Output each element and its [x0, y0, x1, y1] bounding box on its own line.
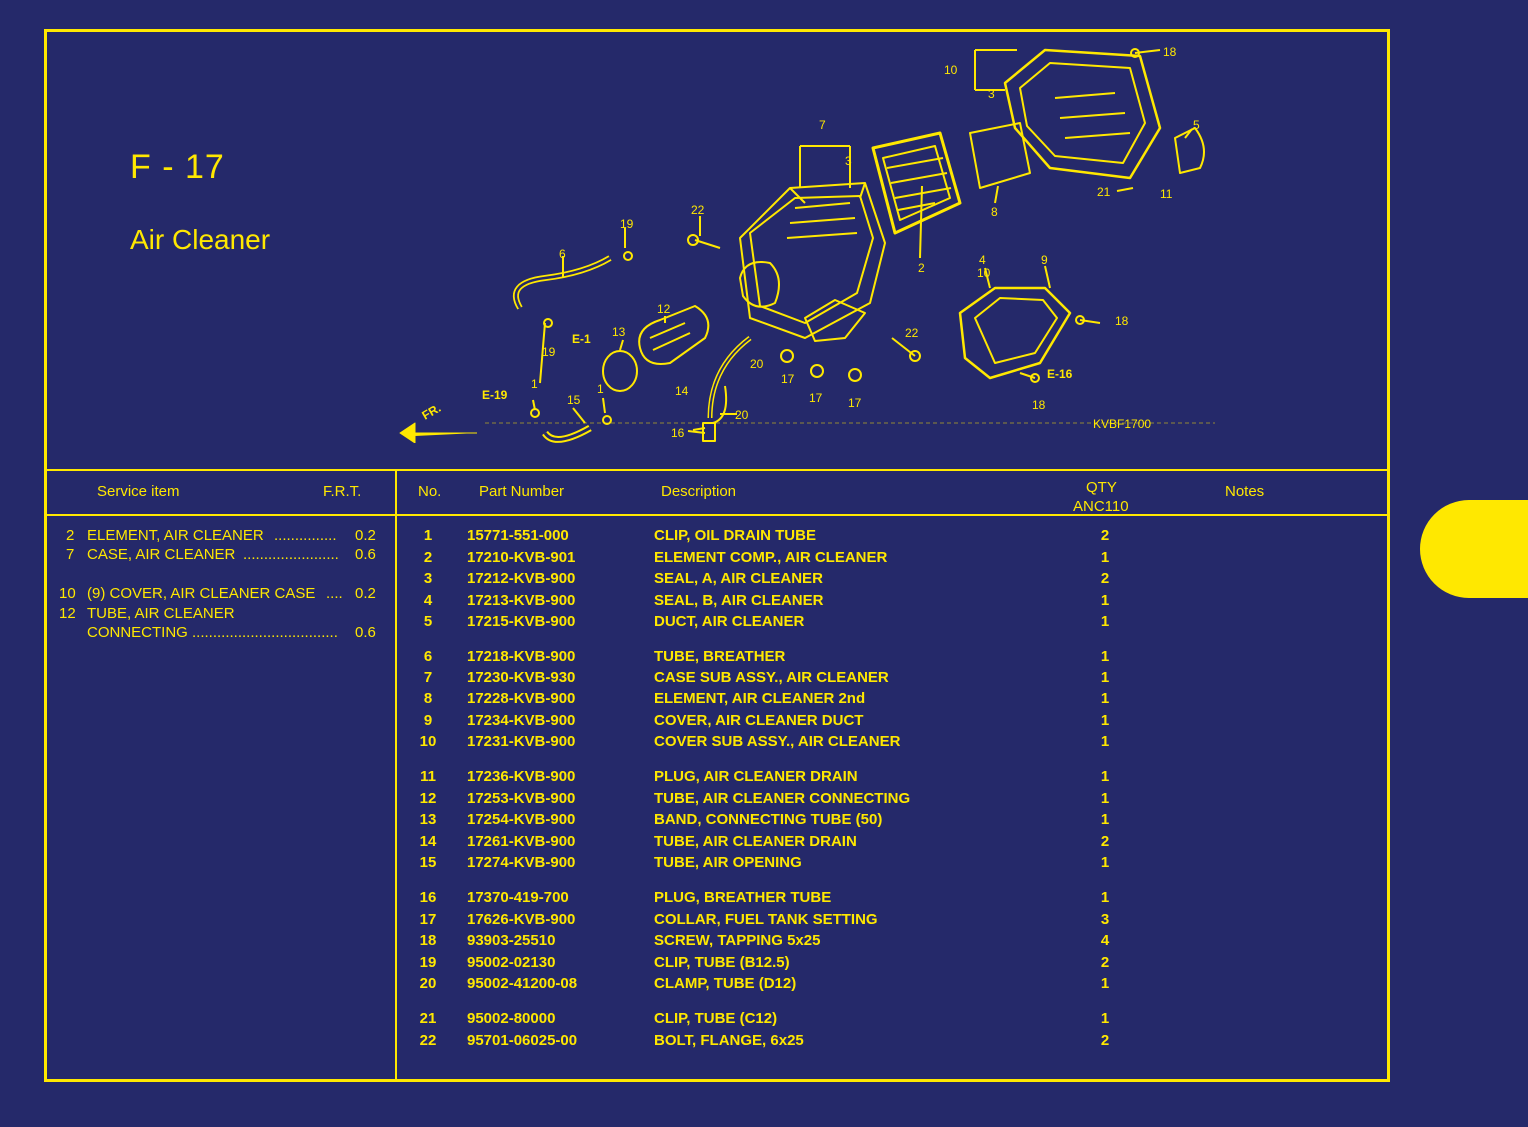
svg-text:9: 9	[1041, 253, 1048, 267]
svg-text:7: 7	[819, 118, 826, 132]
qty-header: QTY	[1086, 479, 1117, 496]
svg-text:12: 12	[657, 302, 671, 316]
svg-text:8: 8	[991, 205, 998, 219]
svg-text:1: 1	[597, 382, 604, 396]
svg-text:E-1: E-1	[572, 332, 591, 346]
svg-text:18: 18	[1032, 398, 1046, 412]
svg-text:15: 15	[567, 393, 581, 407]
parts-page-frame	[44, 29, 1390, 1082]
qty-model-header: ANC110	[1073, 498, 1129, 515]
svg-text:10: 10	[944, 63, 958, 77]
service-item-header: Service item	[97, 483, 180, 500]
svg-text:2: 2	[918, 261, 925, 275]
svg-text:18: 18	[1163, 45, 1177, 59]
svg-text:3: 3	[845, 154, 852, 168]
svg-text:4: 4	[979, 253, 986, 267]
svg-text:18: 18	[1115, 314, 1129, 328]
svg-text:1: 1	[531, 377, 538, 391]
svg-text:6: 6	[559, 247, 566, 261]
svg-text:22: 22	[691, 203, 705, 217]
notes-header: Notes	[1225, 483, 1265, 500]
svg-text:21: 21	[1097, 185, 1111, 199]
column-divider	[395, 469, 397, 1082]
svg-text:17: 17	[848, 396, 862, 410]
no-header: No.	[418, 483, 442, 500]
section-title: Air Cleaner	[130, 224, 271, 255]
frt-header: F.R.T.	[323, 483, 362, 500]
svg-text:5: 5	[1193, 118, 1200, 132]
part-number-header: Part Number	[479, 483, 565, 500]
svg-text:FR.: FR.	[420, 401, 444, 423]
svg-text:19: 19	[620, 217, 634, 231]
svg-text:E-16: E-16	[1047, 367, 1073, 381]
svg-text:17: 17	[809, 391, 823, 405]
page-tab[interactable]	[1420, 500, 1528, 598]
section-code: F - 17	[130, 148, 225, 186]
svg-text:E-19: E-19	[482, 388, 508, 402]
svg-text:20: 20	[750, 357, 764, 371]
svg-text:3: 3	[988, 87, 995, 101]
svg-text:16: 16	[671, 426, 685, 440]
svg-text:14: 14	[675, 384, 689, 398]
svg-text:17: 17	[781, 372, 795, 386]
svg-text:11: 11	[1160, 187, 1173, 201]
svg-text:13: 13	[612, 325, 626, 339]
diagram-divider	[44, 469, 1390, 471]
svg-text:19: 19	[542, 345, 556, 359]
svg-text:22: 22	[905, 326, 919, 340]
header-divider	[44, 514, 1390, 516]
svg-text:20: 20	[735, 408, 749, 422]
svg-text:KVBF1700: KVBF1700	[1093, 417, 1151, 431]
description-header: Description	[661, 483, 737, 500]
svg-text:10: 10	[977, 266, 991, 280]
